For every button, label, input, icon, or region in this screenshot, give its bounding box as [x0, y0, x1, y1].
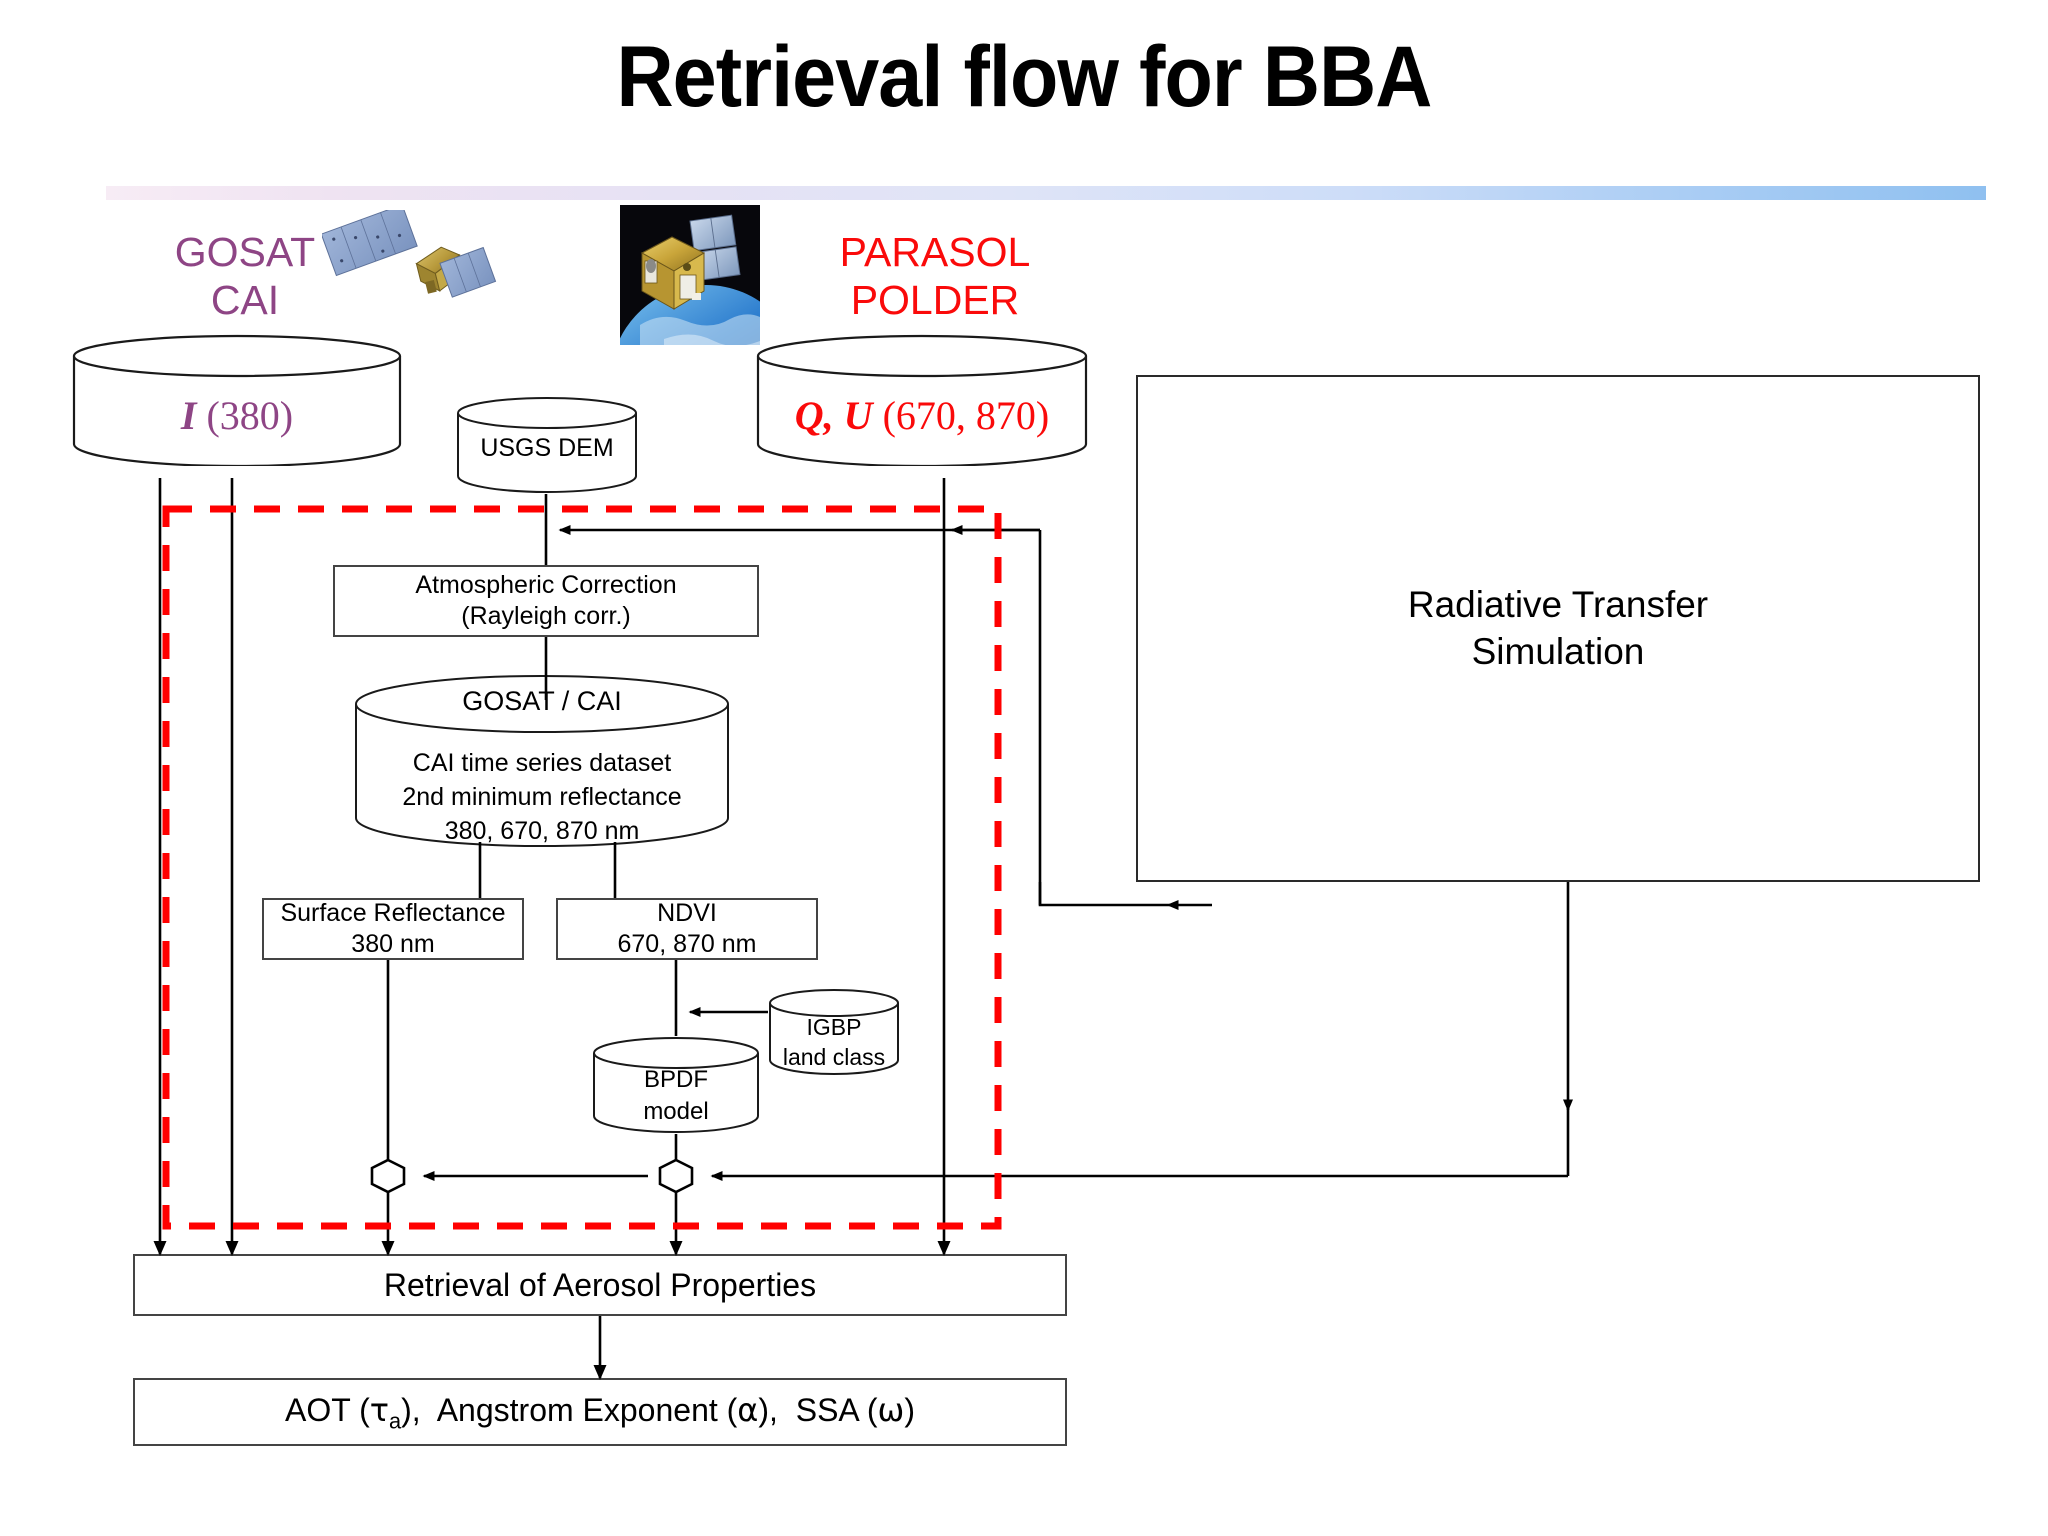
outputs-text: AOT (τa), Angstrom Exponent (α), SSA (ω) — [285, 1390, 915, 1435]
aot-close: ), — [401, 1391, 421, 1428]
db-bpdf-model: BPDF model — [592, 1036, 760, 1134]
db-gosat-input: I (380) — [72, 334, 402, 466]
box-atmospheric-correction[interactable]: Atmospheric Correction (Rayleigh corr.) — [333, 565, 759, 637]
surface-reflectance-line1: Surface Reflectance — [280, 898, 506, 927]
hexagon-merge-icon-left — [370, 1158, 406, 1194]
parasol-source-label: PARASOL POLDER — [790, 228, 1080, 324]
box-surface-reflectance[interactable]: Surface Reflectance 380 nm — [262, 898, 524, 960]
angstrom-close: ), — [758, 1391, 778, 1428]
ssa-symbol: ω — [877, 1390, 905, 1429]
box-radiative-transfer-simulation[interactable]: Radiative Transfer Simulation — [1136, 375, 1980, 882]
angstrom-label: Angstrom Exponent ( — [436, 1391, 738, 1428]
parasol-label-line1: PARASOL — [839, 229, 1031, 275]
angstrom-symbol: α — [737, 1390, 759, 1429]
db-usgs-dem: USGS DEM — [456, 396, 638, 494]
aot-subscript: a — [389, 1408, 402, 1434]
db-igbp-land-class: IGBP land class — [768, 988, 900, 1076]
box-ndvi[interactable]: NDVI 670, 870 nm — [556, 898, 818, 960]
db-cai-dataset: GOSAT / CAI CAI time series dataset 2nd … — [354, 672, 730, 854]
surface-reflectance-line2: 380 nm — [351, 930, 435, 958]
box-outputs[interactable]: AOT (τa), Angstrom Exponent (α), SSA (ω) — [133, 1378, 1067, 1446]
title-divider-rule — [106, 186, 1986, 200]
ndvi-line1: NDVI — [657, 898, 717, 927]
parasol-label-line2: POLDER — [850, 277, 1020, 323]
parasol-satellite-icon — [620, 205, 760, 345]
page-title: Retrieval flow for BBA — [616, 29, 1432, 125]
retrieval-label: Retrieval of Aerosol Properties — [383, 1267, 817, 1303]
ssa-label: SSA ( — [795, 1391, 878, 1428]
gosat-source-label: GOSAT CAI — [120, 228, 370, 324]
gosat-satellite-icon — [320, 204, 502, 330]
gosat-label-line1: GOSAT — [174, 229, 316, 275]
wire-rtsim-bottom-left-a — [1038, 882, 1168, 907]
atmos-correction-line2: (Rayleigh corr.) — [461, 602, 631, 630]
atmos-correction-line1: Atmospheric Correction — [415, 570, 677, 599]
db-parasol-input: Q, U (670, 870) — [756, 334, 1088, 466]
rt-simulation-line2: Simulation — [1471, 630, 1645, 672]
rt-simulation-line1: Radiative Transfer — [1407, 584, 1709, 626]
aot-label: AOT ( — [285, 1391, 370, 1428]
ndvi-line2: 670, 870 nm — [617, 930, 757, 958]
aot-symbol: τ — [369, 1390, 390, 1429]
ssa-close: ) — [904, 1391, 915, 1428]
box-retrieval-of-aerosol-properties[interactable]: Retrieval of Aerosol Properties — [133, 1254, 1067, 1316]
gosat-label-line2: CAI — [210, 277, 280, 323]
hexagon-merge-icon-right — [658, 1158, 694, 1194]
